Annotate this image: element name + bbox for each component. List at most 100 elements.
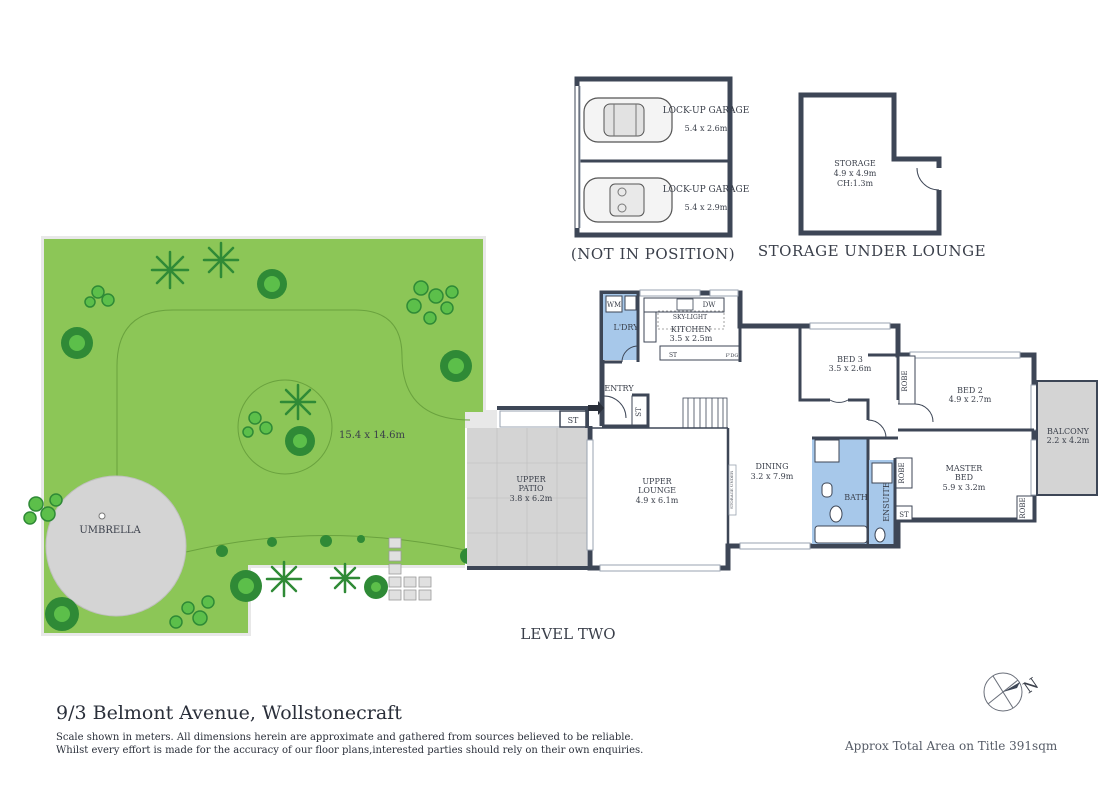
entry-store [631,395,648,426]
master-robe-1-label: ROBE [898,462,906,483]
bed3-dims: 3.5 x 2.6m [829,364,872,373]
master-robe-2-label: ROBE [1019,497,1027,518]
ensuite-toilet-icon [874,527,886,543]
disclaimer-line-1: Scale shown in meters. All dimensions he… [56,732,634,743]
ensuite-shower-icon [871,462,893,484]
shrub-icon [364,575,388,599]
ensuite-label: ENSUITE [882,482,891,522]
not-in-position-caption: (NOT IN POSITION) [571,245,735,263]
upper-lounge-dims: 4.9 x 6.1m [636,496,679,505]
car-icon [583,97,673,143]
total-area: Approx Total Area on Title 391sqm [845,739,1058,753]
shrub-icon [285,426,315,456]
entry-arrow-icon [588,401,604,415]
shrub-icon [230,570,262,602]
bed2-name: BED 2 [957,386,983,395]
upper-patio-name-1: UPPER [516,475,546,484]
bed2-robe-label: ROBE [901,370,909,391]
upper-patio-dims: 3.8 x 6.2m [510,494,553,503]
garage-block: LOCK-UP GARAGE 5.4 x 2.6m LOCK-UP GARAGE… [571,76,750,263]
kitchen-name: KITCHEN [671,325,711,334]
cooktop-icon [643,311,657,343]
bed3-wall [798,326,870,420]
storage-outline [798,92,942,236]
kitchen-window [639,289,701,297]
bathtub-icon [814,525,868,544]
master-st-label: ST [899,511,909,519]
bed3-name: BED 3 [837,355,863,364]
dw-label: DW [703,301,717,309]
garage1-dims: 5.4 x 2.6m [685,124,728,133]
compass-icon: N [983,672,1042,712]
upper-lounge-name-2: LOUNGE [638,486,676,495]
dining-window [739,542,811,550]
skylight-label: SKY-LIGHT [673,314,707,321]
master-st [895,505,913,521]
balcony-name: BALCONY [1047,427,1090,436]
kitchen-dims: 3.5 x 2.5m [670,334,713,343]
under-stair-label: STORAGE UNDER [729,470,734,509]
kitchen-window-2 [709,289,739,297]
patio-grid [467,428,587,568]
bed3-door-swing [829,399,849,403]
entry-wall [602,393,650,428]
shrub-icon [61,327,93,359]
upper-patio: ST UPPER PATIO 3.8 x 6.2m [467,406,590,570]
garden-circle [237,379,333,475]
garden-bed-edge [185,534,466,553]
entry-door-swing [603,395,627,419]
patio-bench [499,410,561,428]
house-outer-wall [587,290,1037,571]
patio-st-label: ST [568,416,579,425]
lounge-side-window [586,439,594,551]
shrub-icon [257,269,287,299]
lounge-window [599,564,721,572]
skylight-outline [657,310,725,330]
shower-icon [814,439,840,463]
storage-block: STORAGE 4.9 x 4.9m CH:1.3m STORAGE UNDER… [758,92,986,260]
balcony-dims: 2.2 x 4.2m [1047,436,1090,445]
vanity-icon [821,482,833,498]
entry-label: ENTRY [604,384,634,393]
storage-ceiling: CH:1.3m [837,179,874,188]
bath-wall [812,436,870,544]
fridge-label: F'DG [726,353,739,359]
shrub-icon [45,597,79,631]
patio-store [559,410,587,428]
umbrella-paving [45,475,187,617]
balcony [1036,380,1098,496]
upper-patio-name-2: PATIO [518,484,543,493]
under-stair-store [728,464,737,516]
shrub-icon [440,350,472,382]
garage1-name: LOCK-UP GARAGE [663,106,750,116]
bed3-window [809,322,891,330]
compass-north-label: N [1020,674,1042,698]
sink-icon [676,298,694,311]
bath-label: BATH [844,493,868,502]
washing-machine-icon [605,295,623,313]
yard: UMBRELLA 15.4 x 14.6m [23,236,497,636]
entry-st-label: ST [635,407,643,417]
property-address: 9/3 Belmont Avenue, Wollstonecraft [56,702,402,724]
laundry-door-swing [621,345,639,363]
master-dims: 5.9 x 3.2m [943,483,986,492]
yard-dims: 15.4 x 14.6m [339,430,406,441]
garage2-dims: 5.4 x 2.9m [685,203,728,212]
tub-icon [624,295,637,311]
master-robe-2 [1016,495,1034,521]
dining-dims: 3.2 x 7.9m [751,472,794,481]
laundry-label: L'DRY [614,323,640,332]
tree-cluster-icon [23,280,459,629]
toilet-icon [829,505,843,523]
bed2-window [909,351,1021,359]
stepping-stones [388,537,432,601]
disclaimer-line-2: Whilst every effort is made for the accu… [56,745,644,756]
wm-label: WM [607,301,621,309]
umbrella-pole-icon [98,512,106,520]
garage2-name: LOCK-UP GARAGE [663,185,750,195]
umbrella-label: UMBRELLA [79,525,141,536]
upper-lounge-name-1: UPPER [642,477,672,486]
house: WM L'DRY DW SKY-LIGHT KITCHEN 3.5 x 2.5m… [586,289,1098,572]
storage-under-lounge-caption: STORAGE UNDER LOUNGE [758,242,986,260]
